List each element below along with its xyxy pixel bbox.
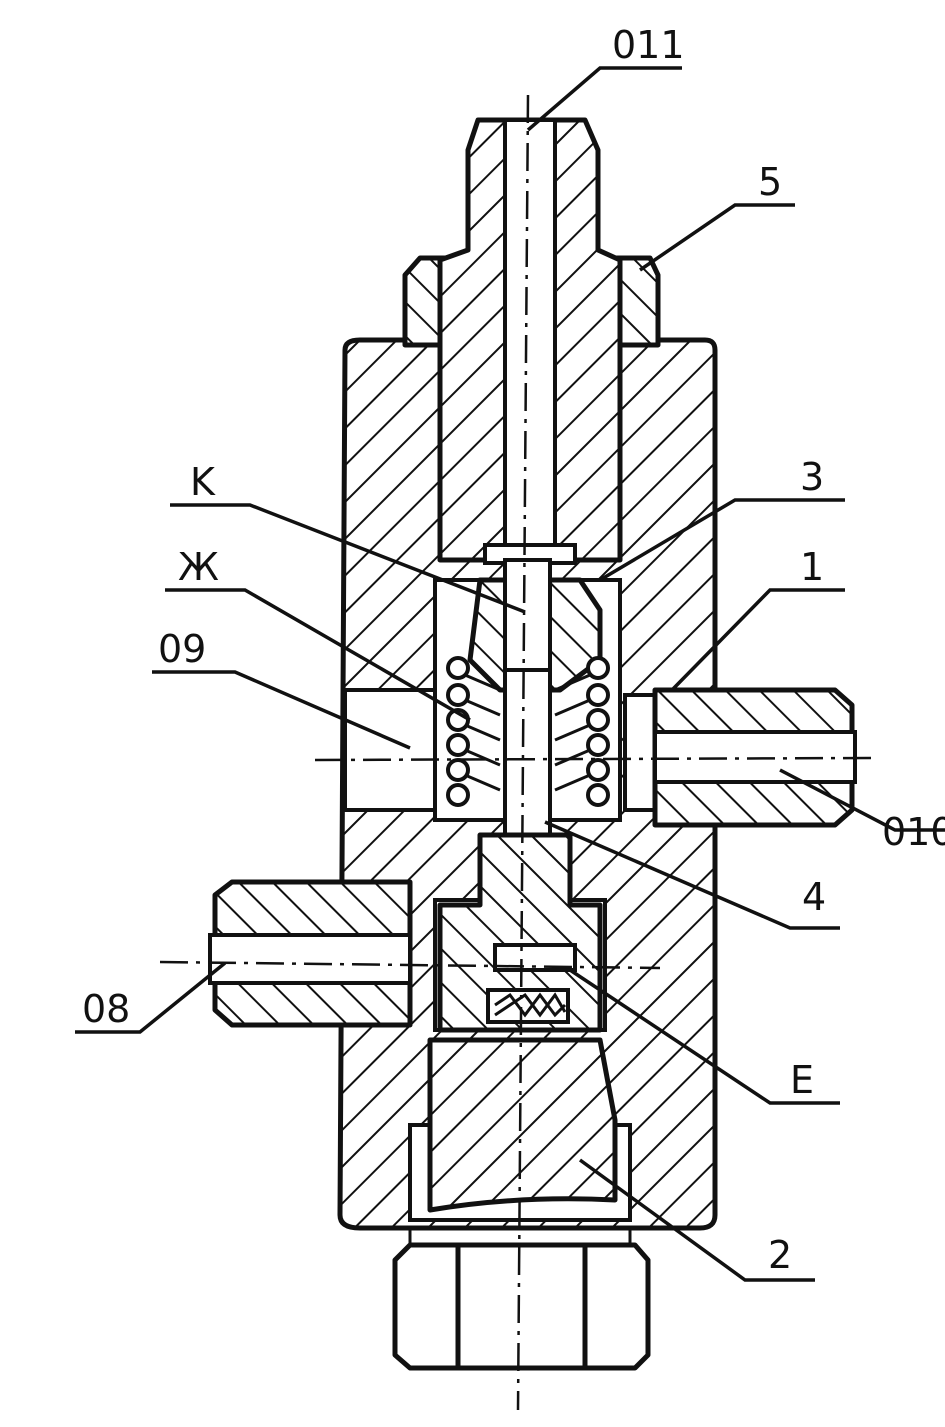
left-port-fitting-08 (208, 879, 413, 1028)
label-4: 4 (802, 875, 826, 919)
label-E: E (790, 1058, 814, 1102)
label-K: K (190, 460, 216, 504)
label-3: 3 (800, 455, 824, 499)
top-fitting (437, 117, 623, 565)
callout-labels: 011 5 K 3 Ж 1 09 010 4 08 E 2 (82, 23, 945, 1277)
label-010: 010 (882, 810, 945, 854)
label-09: 09 (158, 627, 206, 671)
label-08: 08 (82, 987, 130, 1031)
label-2: 2 (768, 1233, 792, 1277)
label-1: 1 (800, 545, 824, 589)
leader-lines (75, 66, 945, 1282)
label-5: 5 (758, 160, 782, 204)
bottom-hex-nut (392, 1228, 651, 1371)
center-axes (159, 94, 876, 1411)
label-011: 011 (612, 23, 685, 67)
label-Zh: Ж (178, 545, 219, 589)
